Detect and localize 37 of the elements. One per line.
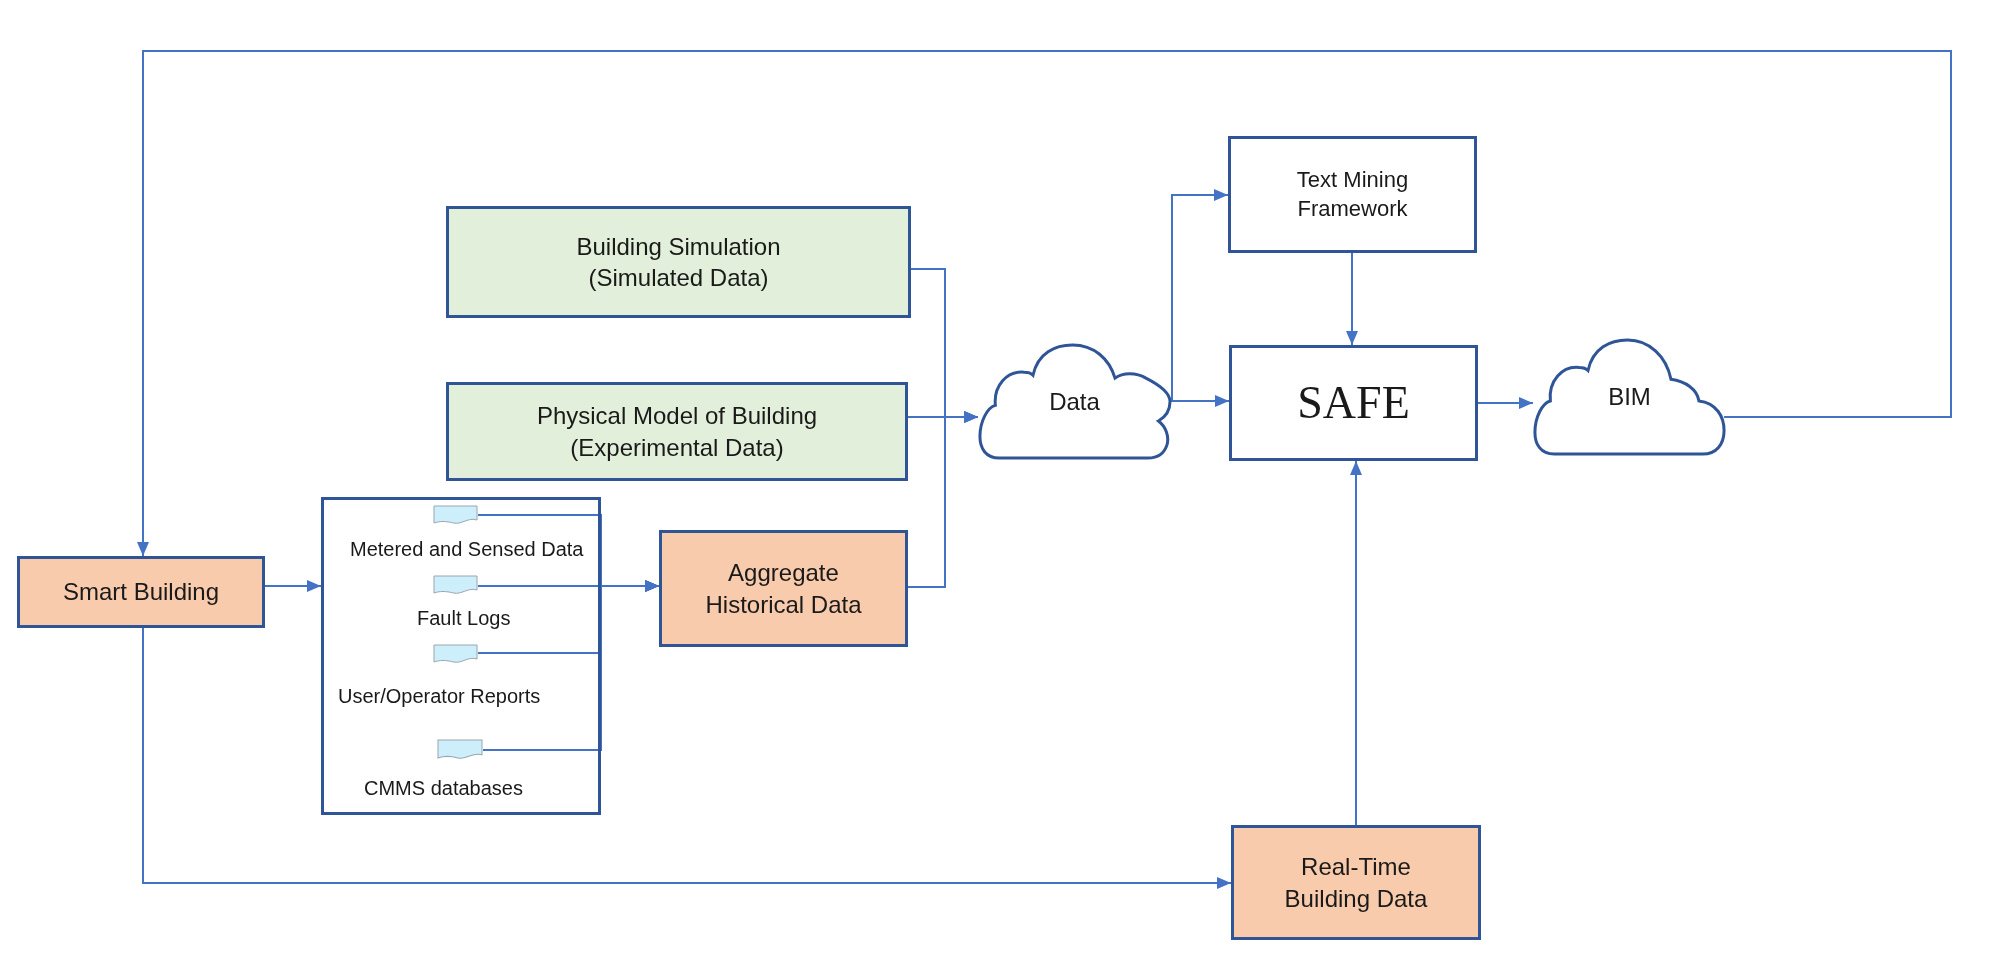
process-label: Aggregate Historical Data	[704, 558, 863, 620]
source-label: User/Operator Reports	[338, 684, 541, 708]
process-label: Physical Model of Building (Experimental Data)	[535, 401, 819, 463]
document-icon	[433, 644, 478, 664]
document-icon	[437, 739, 483, 760]
process-label: SAFE	[1297, 376, 1410, 431]
process-box	[1229, 345, 1478, 461]
cloud-label: BIM	[1608, 382, 1651, 413]
arrow	[1477, 397, 1534, 409]
arrow	[1170, 189, 1229, 402]
process-label: Text Mining Framework	[1295, 165, 1410, 223]
arrow	[1170, 395, 1230, 407]
cloud-shape	[978, 343, 1171, 460]
process-box	[659, 530, 908, 647]
data-sources-panel	[321, 497, 601, 815]
process-box	[17, 556, 265, 628]
arrow	[142, 627, 1232, 889]
source-label: CMMS databases	[364, 776, 523, 800]
cloud-label: Data	[1049, 386, 1100, 417]
arrow	[907, 411, 979, 588]
arrow	[137, 50, 1952, 557]
arrow	[1350, 460, 1362, 826]
process-label: Real-Time Building Data	[1283, 852, 1429, 914]
arrow	[264, 580, 322, 592]
process-box	[1228, 136, 1477, 253]
cloud-shape	[1533, 338, 1726, 456]
source-label: Metered and Sensed Data	[350, 537, 584, 561]
process-box	[446, 382, 908, 481]
process-label: Smart Building	[62, 577, 220, 608]
process-label: Building Simulation (Simulated Data)	[575, 231, 782, 293]
source-label: Fault Logs	[417, 606, 511, 630]
document-icon	[433, 575, 478, 595]
arrow	[1346, 252, 1358, 346]
process-box	[1231, 825, 1481, 940]
document-icon	[433, 505, 478, 525]
arrow	[482, 580, 660, 751]
process-box	[446, 206, 911, 318]
